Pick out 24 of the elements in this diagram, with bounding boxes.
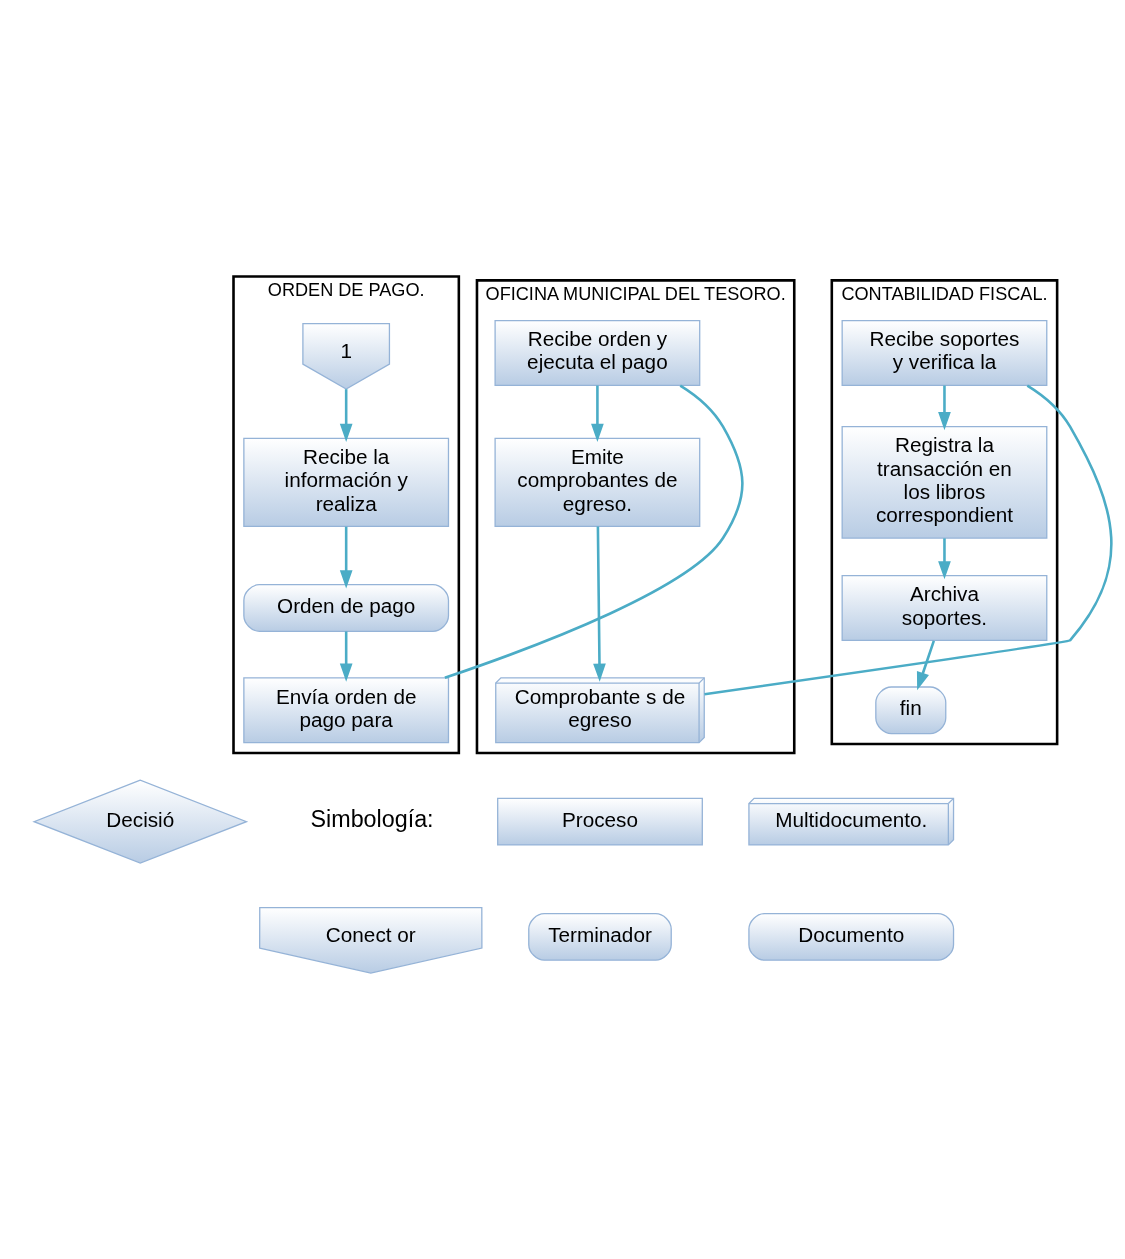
arrow [916,639,936,690]
node-box: Documento [748,912,955,961]
node-box: Envía orden de pago para [243,676,450,743]
node-box: Recibe soportes y verifica la [841,319,1048,386]
node-box: fin [875,685,947,734]
arrow [593,526,606,682]
arrow [938,537,951,579]
node-box: Orden de pago [243,583,450,632]
node-box: Registra la transacción en los libros correspondient [841,425,1048,539]
arrow [591,385,604,442]
node-box: Emite comprobantes de egreso. [494,437,701,527]
arrow [339,526,353,588]
connector [444,383,744,679]
node-box: Recibe orden y ejecuta el pago [494,319,701,386]
node-box: Recibe la información y realiza [243,437,450,527]
arrow [339,630,353,682]
arrow [339,388,353,442]
node-box: Archiva soportes. [841,574,1048,641]
connector [704,383,1113,695]
node-box: Terminador [528,912,672,961]
node-diamond: Decisió [32,779,249,864]
arrow [938,385,951,430]
node-box: Proceso [497,797,703,846]
label: Simbología: [310,805,434,832]
